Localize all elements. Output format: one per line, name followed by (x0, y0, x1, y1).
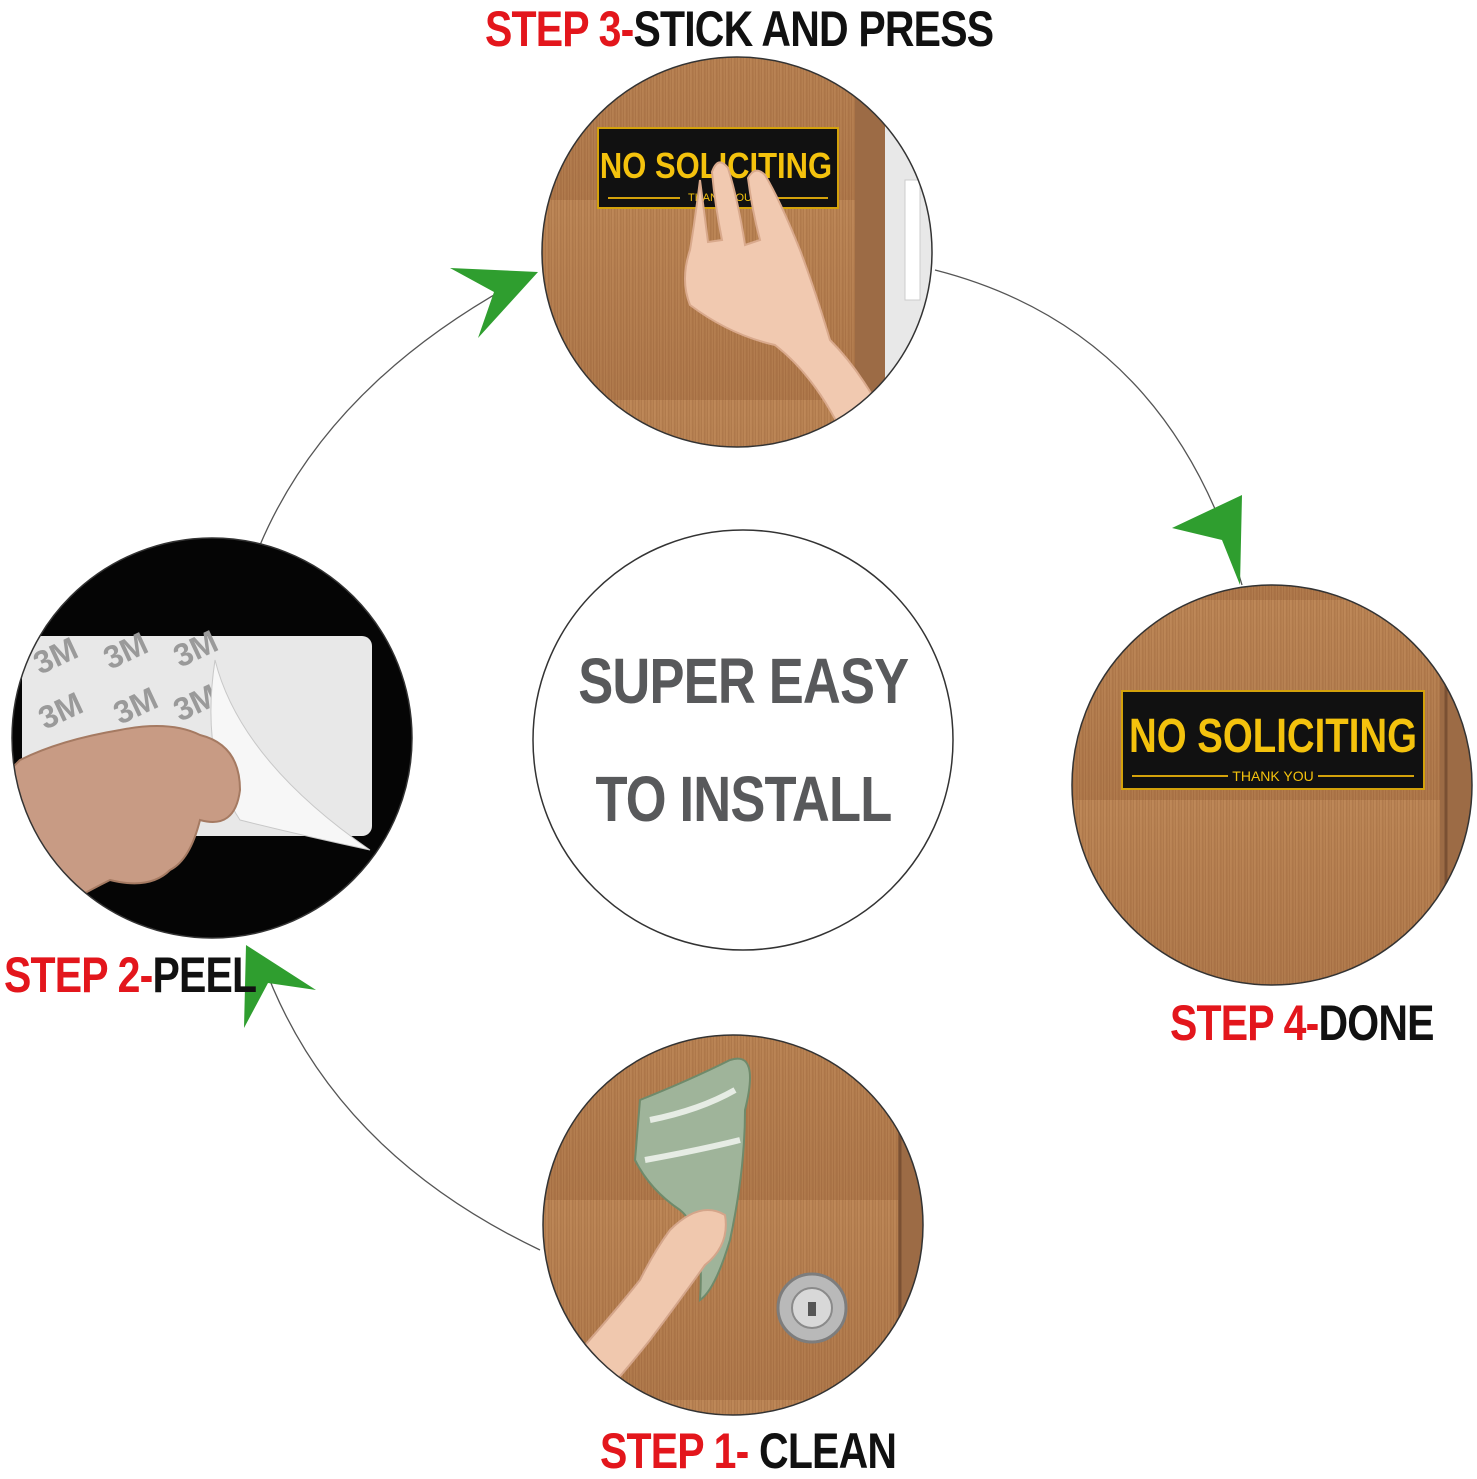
step3-label: STEP 3-STICK AND PRESS (485, 1, 994, 57)
step1-label: STEP 1- CLEAN (600, 1423, 897, 1479)
hand-pressing-icon (684, 161, 902, 447)
step4-prefix: STEP 4- (1170, 995, 1319, 1051)
step4-sign-subtitle: THANK YOU (1232, 768, 1313, 784)
step4-sign-title: NO SOLICITING (1129, 710, 1417, 763)
step4-photo: NO SOLICITING THANK YOU (1072, 585, 1472, 985)
step2-action: PEEL (152, 947, 257, 1003)
center-headline: SUPER EASY TO INSTALL (533, 530, 953, 950)
door-knob-icon (776, 1272, 848, 1344)
arrow-head-to-step4 (1172, 495, 1242, 585)
step1-prefix: STEP 1- (600, 1423, 749, 1479)
step3-prefix: STEP 3- (485, 1, 634, 57)
center-circle (532, 529, 954, 951)
step2-label: STEP 2-PEEL (4, 947, 257, 1003)
step3-action: STICK AND PRESS (633, 1, 994, 57)
step1-action: CLEAN (748, 1423, 897, 1479)
connector-3-to-4 (934, 269, 1243, 586)
step2-photo: 3M 3M 3M 3M 3M 3M (12, 538, 412, 938)
step2-prefix: STEP 2- (4, 947, 153, 1003)
connector-1-to-2 (261, 959, 541, 1251)
step4-sign: NO SOLICITING THANK YOU (1121, 690, 1425, 790)
arrow-head-to-step2 (244, 945, 316, 1028)
step4-action: DONE (1318, 995, 1434, 1051)
center-line-2: TO INSTALL (595, 763, 892, 835)
connector-2-to-3 (259, 274, 531, 546)
step1-photo (543, 1035, 923, 1415)
arrow-head-to-step3 (450, 268, 538, 338)
center-line-1: SUPER EASY (577, 645, 909, 717)
step4-label: STEP 4-DONE (1170, 998, 1434, 1048)
